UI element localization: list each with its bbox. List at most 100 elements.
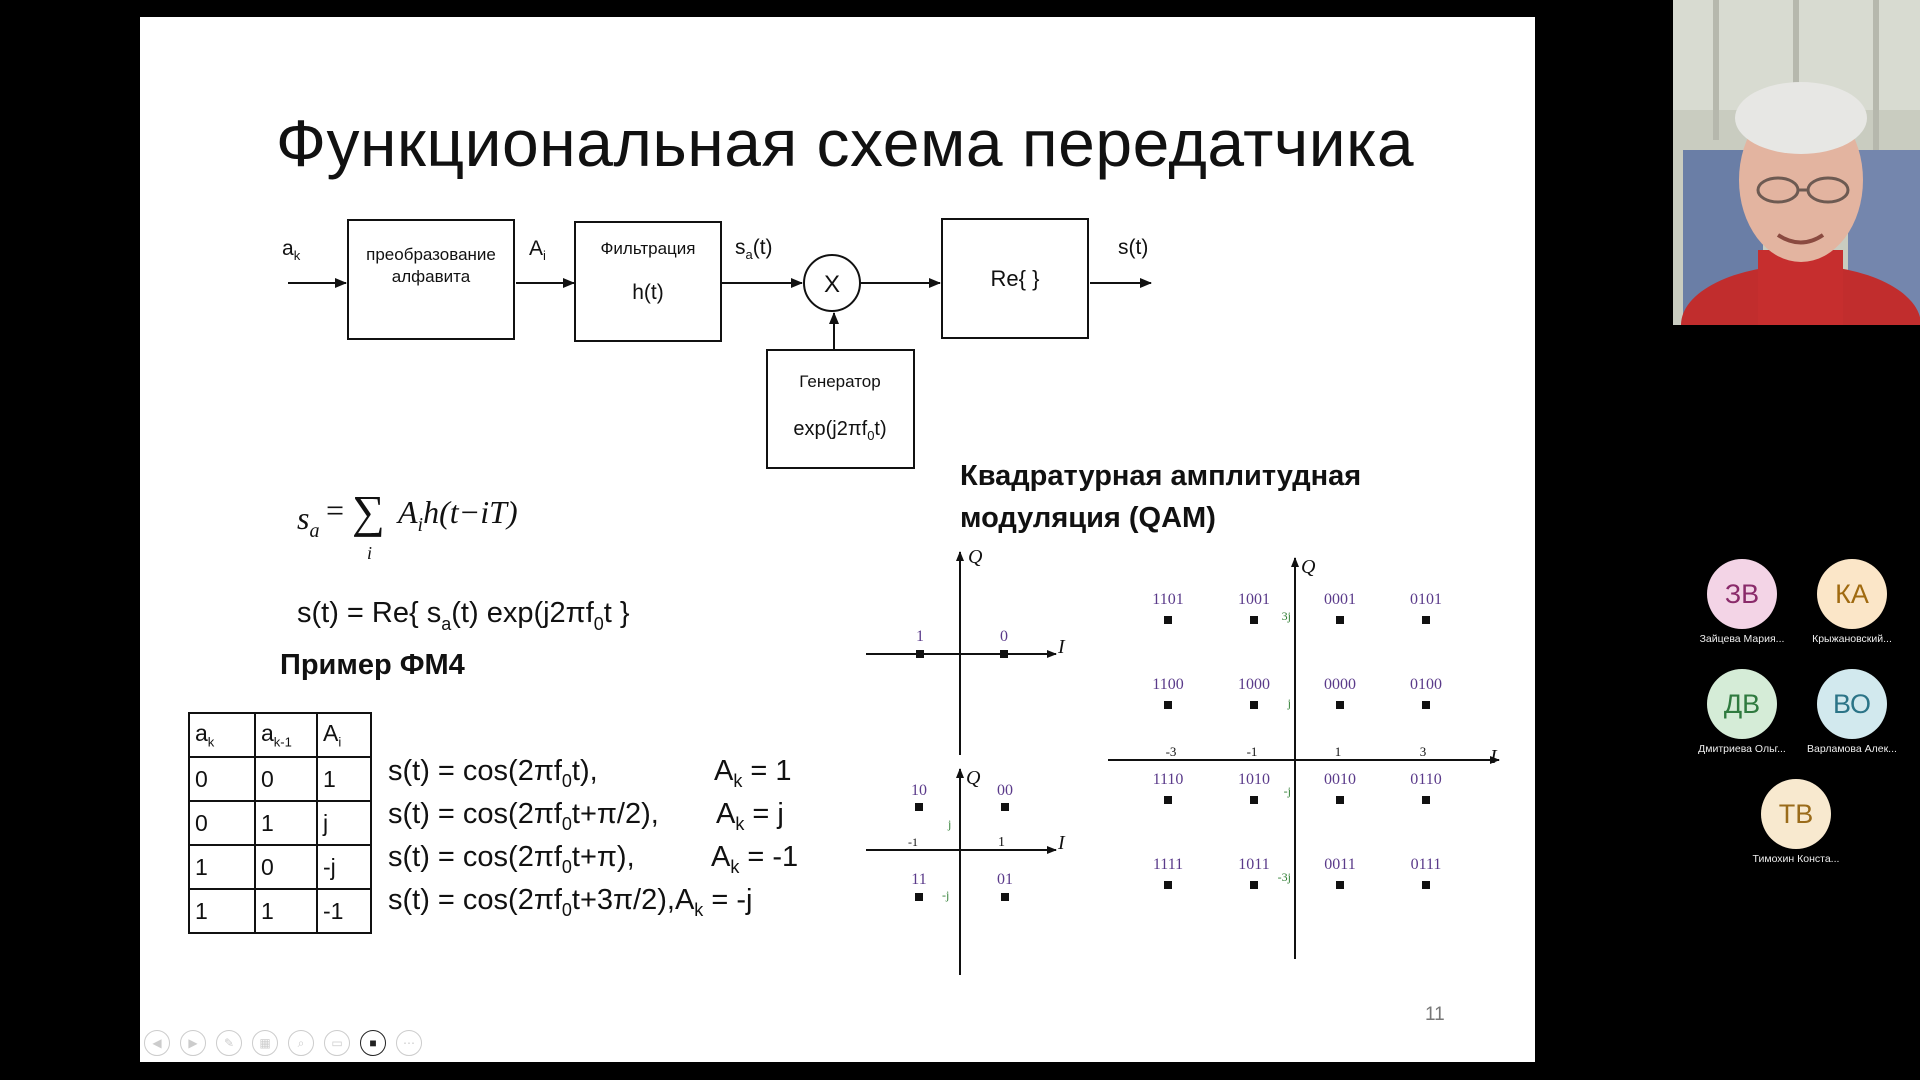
- qpsk-q-label: Q: [966, 767, 981, 789]
- slideshow-controls: ◀ ▶ ✎ ▦ ⌕ ▭ ■ ⋯: [144, 1030, 422, 1056]
- table-cell: -1: [317, 889, 371, 933]
- avatar: ЗВ: [1707, 559, 1777, 629]
- qpsk-tick-neg1: -1: [908, 835, 918, 849]
- speaker-video-feed: [1673, 0, 1920, 325]
- qam16-point: [1164, 881, 1172, 889]
- more-icon[interactable]: ⋯: [396, 1030, 422, 1056]
- qam16-point: [1422, 796, 1430, 804]
- generator-block: [767, 350, 914, 468]
- subtitles-icon[interactable]: ▭: [324, 1030, 350, 1056]
- qam16-tick-q: -j: [1284, 784, 1291, 798]
- participant-tile[interactable]: КА Крыжановский...: [1802, 559, 1902, 645]
- qam16-point: [1250, 796, 1258, 804]
- avatar: КА: [1817, 559, 1887, 629]
- qam16-i-label: I: [1489, 746, 1498, 768]
- qam16-tick-i: 1: [1335, 744, 1342, 759]
- qpsk-point-label: 00: [997, 782, 1013, 799]
- qam16-point: [1336, 616, 1344, 624]
- qam16-point: [1422, 881, 1430, 889]
- qam16-point-label: 1101: [1152, 591, 1183, 608]
- presentation-slide: Функциональная схема передатчика ak прео…: [140, 17, 1535, 1062]
- back-icon[interactable]: ◀: [144, 1030, 170, 1056]
- participant-name: Зайцева Мария...: [1692, 633, 1792, 645]
- table-cell: 1: [317, 757, 371, 801]
- svg-text:=: =: [326, 492, 344, 528]
- svg-text:Aih(t−iT): Aih(t−iT): [396, 494, 518, 536]
- participant-name: Тимохин Конста...: [1746, 853, 1846, 865]
- bpsk-point-label: 1: [916, 628, 924, 645]
- qpsk-point: [915, 803, 923, 811]
- participants-panel: ЗВ Зайцева Мария... КА Крыжановский... Д…: [1690, 553, 1920, 873]
- qam16-point-label: 0101: [1410, 591, 1442, 608]
- forward-icon[interactable]: ▶: [180, 1030, 206, 1056]
- fm4-formulas: s(t) = cos(2πf0t), Ak = 1 s(t) = cos(2πf…: [388, 750, 752, 922]
- participant-tile[interactable]: ЗВ Зайцева Мария...: [1692, 559, 1792, 645]
- qam16-point-label: 1110: [1153, 771, 1184, 788]
- qam16-point: [1250, 701, 1258, 709]
- table-cell: 0: [189, 801, 255, 845]
- table-header-cell: ak-1: [255, 713, 317, 757]
- qam16-point: [1422, 701, 1430, 709]
- fm4-formula-line: s(t) = cos(2πf0t+π), Ak = -1: [388, 836, 752, 879]
- output-label: s(t): [1118, 236, 1148, 259]
- bpsk-i-label: I: [1057, 636, 1066, 658]
- qam16-point-label: 1011: [1238, 856, 1269, 873]
- qam16-tick-q: -3j: [1278, 870, 1291, 884]
- qam16-point: [1336, 796, 1344, 804]
- qam-title-line1: Квадратурная амплитудная: [960, 455, 1361, 497]
- block-diagram: ak преобразование алфавита Ai Фильтрация…: [282, 219, 1151, 468]
- participant-name: Варламова Алек...: [1802, 743, 1902, 755]
- table-cell: 0: [255, 845, 317, 889]
- generator-function: exp(j2πf0t): [793, 418, 886, 443]
- table-row: 0 0 1: [189, 757, 371, 801]
- qam16-tick-q: j: [1287, 696, 1291, 710]
- svg-text:∑: ∑: [352, 486, 385, 537]
- qpsk-point-label: 01: [997, 871, 1013, 888]
- slide-page-number: 11: [1425, 1004, 1445, 1026]
- participant-tile[interactable]: ТВ Тимохин Конста...: [1746, 779, 1846, 865]
- qpsk-point-label: 11: [911, 871, 926, 888]
- bpsk-point-label: 0: [1000, 628, 1008, 645]
- qam-title: Квадратурная амплитудная модуляция (QAM): [960, 455, 1361, 539]
- pen-icon[interactable]: ✎: [216, 1030, 242, 1056]
- qam16-q-label: Q: [1301, 556, 1316, 578]
- fm4-formula-line: s(t) = cos(2πf0t), Ak = 1: [388, 750, 752, 793]
- qam-title-line2: модуляция (QAM): [960, 497, 1361, 539]
- fm4-formula-line: s(t) = cos(2πf0t+π/2), Ak = j: [388, 793, 752, 836]
- speaker-video-tile[interactable]: [1673, 0, 1920, 325]
- qam16-constellation: Q I 110110010001010111001000000001001110…: [1108, 556, 1499, 959]
- zoom-icon[interactable]: ⌕: [288, 1030, 314, 1056]
- table-cell: 1: [255, 889, 317, 933]
- participant-name: Дмитриева Ольг...: [1692, 743, 1792, 755]
- slides-icon[interactable]: ▦: [252, 1030, 278, 1056]
- participant-tile[interactable]: ДВ Дмитриева Ольг...: [1692, 669, 1792, 755]
- table-cell: j: [317, 801, 371, 845]
- fm4-formula-line: s(t) = cos(2πf0t+3π/2),Ak = -j: [388, 879, 752, 922]
- qam16-point: [1250, 616, 1258, 624]
- avatar: ВО: [1817, 669, 1887, 739]
- generator-title: Генератор: [799, 372, 880, 391]
- qam16-tick-i: -3: [1166, 744, 1177, 759]
- qam16-point-label: 0001: [1324, 591, 1356, 608]
- qam16-point-label: 0000: [1324, 676, 1356, 693]
- qpsk-point: [1001, 893, 1009, 901]
- qam16-point: [1336, 701, 1344, 709]
- table-header-cell: Ai: [317, 713, 371, 757]
- svg-text:sa: sa: [297, 500, 319, 542]
- table-header-cell: ak: [189, 713, 255, 757]
- qpsk-tick-j: j: [947, 817, 951, 831]
- qam16-point-label: 1010: [1238, 771, 1270, 788]
- participant-tile[interactable]: ВО Варламова Алек...: [1802, 669, 1902, 755]
- camera-icon[interactable]: ■: [360, 1030, 386, 1056]
- qam16-point-label: 0100: [1410, 676, 1442, 693]
- re-equation: s(t) = Re{ sa(t) exp(j2πf0t }: [297, 597, 630, 634]
- qam16-point: [1250, 881, 1258, 889]
- real-part-label: Re{ }: [991, 266, 1040, 291]
- sum-equation: sa = ∑ i Aih(t−iT): [297, 486, 518, 563]
- avatar: ТВ: [1761, 779, 1831, 849]
- bpsk-constellation: Q I 1 0: [866, 546, 1066, 755]
- qam16-point: [1422, 616, 1430, 624]
- qam16-point: [1164, 701, 1172, 709]
- table-row: 1 0 -j: [189, 845, 371, 889]
- qam16-point: [1164, 616, 1172, 624]
